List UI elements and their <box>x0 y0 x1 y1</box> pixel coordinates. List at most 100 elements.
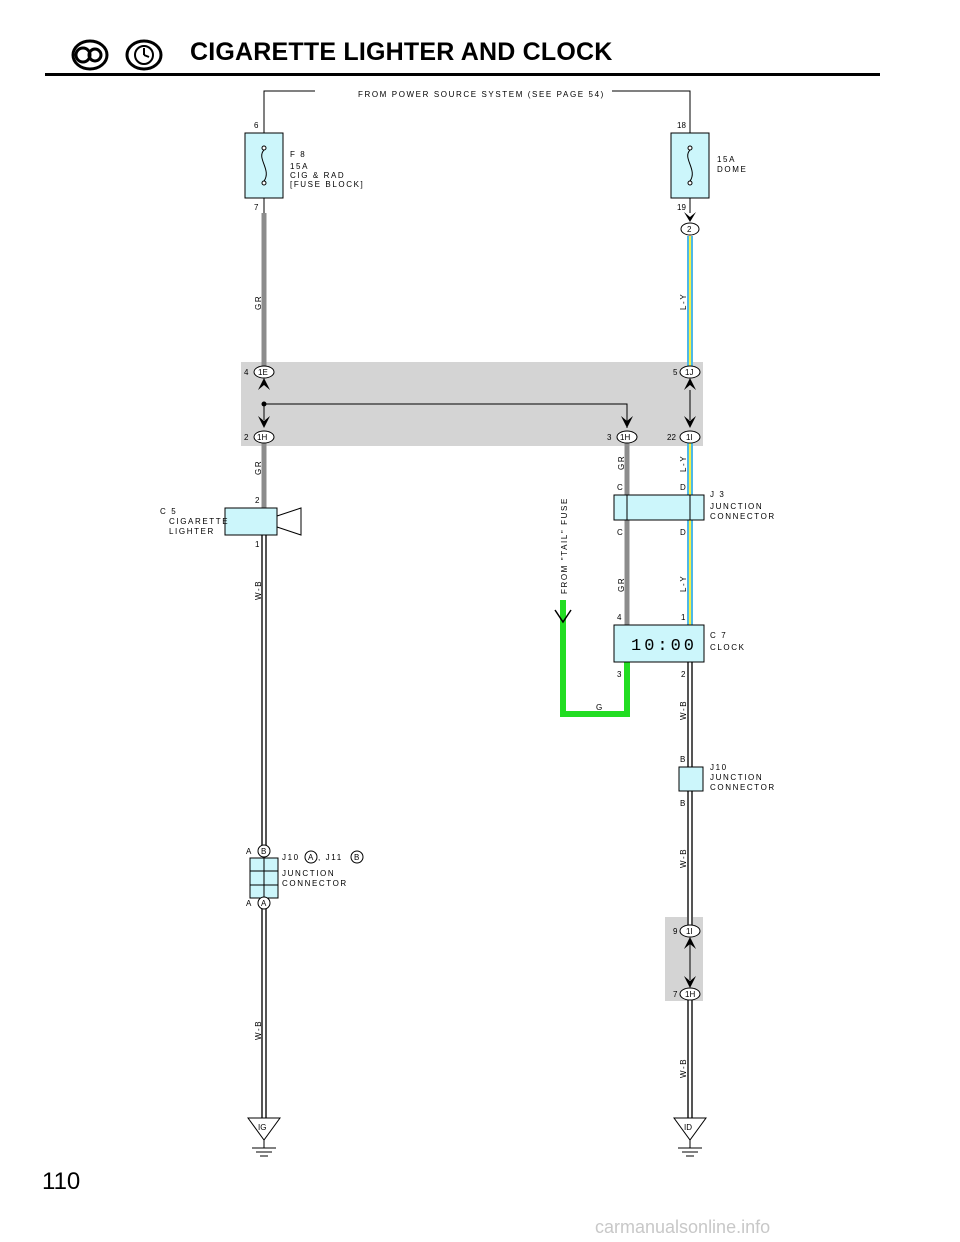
fuse-left-out-pin: 7 <box>254 203 259 212</box>
j10-j11-line1: JUNCTION <box>282 869 335 878</box>
fuse-right-name: DOME <box>717 165 747 174</box>
wire-label-wb-3: W-B <box>679 700 688 720</box>
j10-j11-top-letter: A <box>246 847 252 856</box>
fuse-left-id: F 8 <box>290 150 306 159</box>
j3-pin-c-top: C <box>617 483 623 492</box>
j3-line2: CONNECTOR <box>710 512 776 521</box>
lighter-line1: CIGARETTE <box>169 517 229 526</box>
wire-label-wb-4: W-B <box>679 848 688 868</box>
j10-j11-connector <box>249 844 279 910</box>
clock-pin-3: 3 <box>617 670 622 679</box>
cigarette-lighter-component <box>224 507 302 536</box>
fuse-right-out-pin: 19 <box>677 203 686 212</box>
wire-label-wb-2: W-B <box>254 1020 263 1040</box>
clock-pin-4: 4 <box>617 613 622 622</box>
tail-arrow-icon <box>554 609 572 624</box>
jb-left-bottom-code: 1H <box>257 433 267 442</box>
wire-label-wb-1: W-B <box>254 580 263 600</box>
jb-left-bottom-pin: 2 <box>244 433 249 442</box>
jb2-bottom-pin: 7 <box>673 990 678 999</box>
fuse-left-in-pin: 6 <box>254 121 259 130</box>
wire-label-gr-4: GR <box>617 577 626 592</box>
tail-label: FROM "TAIL" FUSE <box>560 497 569 594</box>
lighter-pin-bottom: 1 <box>255 540 260 549</box>
j3-line1: JUNCTION <box>710 502 763 511</box>
j11-tag-circle <box>350 850 364 864</box>
jb-right-bottom-code: 1I <box>686 433 693 442</box>
fuse-left-rating: 15A <box>290 162 309 171</box>
ground-id-icon <box>673 1117 707 1157</box>
wire-label-ly-2: L-Y <box>679 455 688 472</box>
lighter-line2: LIGHTER <box>169 527 215 536</box>
fuse-right-in-pin: 18 <box>677 121 686 130</box>
jb-left-bottom <box>253 404 275 444</box>
clock-icon <box>125 39 163 71</box>
j10-right-line2: CONNECTOR <box>710 783 776 792</box>
fuse-left <box>244 118 284 213</box>
j10-j11-line2: CONNECTOR <box>282 879 348 888</box>
fuse-left-name: CIG & RAD <box>290 171 345 180</box>
jb-mid-bottom-code: 1H <box>620 433 630 442</box>
j10-right-pin-bottom: B <box>680 799 685 808</box>
cigarette-lighter-icon <box>71 39 109 71</box>
page-title: CIGARETTE LIGHTER AND CLOCK <box>190 38 613 66</box>
jb2-top <box>679 924 701 980</box>
ground-id-label: ID <box>684 1123 692 1132</box>
jb-right-top <box>679 365 701 390</box>
wire-label-g: G <box>596 703 604 712</box>
jb-right-top-code: 1J <box>685 368 693 377</box>
jb-mid-bottom <box>616 416 638 444</box>
jb-left-top <box>253 365 275 390</box>
j10-j11-id-a: J10 <box>282 853 300 862</box>
source-label: FROM POWER SOURCE SYSTEM (SEE PAGE 54) <box>358 90 605 99</box>
clock-pin-2: 2 <box>681 670 686 679</box>
clock-pin-1: 1 <box>681 613 686 622</box>
ground-ig-label: IG <box>258 1123 266 1132</box>
jb2-bottom-code: 1H <box>685 990 695 999</box>
jb2-top-code: 1I <box>686 927 693 936</box>
j10-j11-sep: , J11 <box>318 853 343 862</box>
j10-j11-tag-b: B <box>354 853 359 862</box>
jb-right-top-pin: 5 <box>673 368 678 377</box>
j3-id: J 3 <box>710 490 725 499</box>
j10-j11-top-tag: B <box>261 847 266 856</box>
j10-j11-bottom-letter: A <box>246 899 252 908</box>
jb-left-top-code: 1E <box>258 368 268 377</box>
connector-2-label: 2 <box>687 225 692 234</box>
jb-mid-bottom-pin: 3 <box>607 433 612 442</box>
wire-label-ly-3: L-Y <box>679 575 688 592</box>
j10-j11-bottom-tag: A <box>261 899 267 908</box>
clock-component <box>613 624 705 663</box>
connector-arrow-icon <box>684 212 696 222</box>
j3-connector <box>613 494 705 521</box>
jb-right-bottom <box>679 390 701 444</box>
j10-right-connector <box>678 766 704 792</box>
jb2-bottom <box>679 976 701 1001</box>
wire-label-gr-1: GR <box>254 295 263 310</box>
jb-left-top-pin: 4 <box>244 368 249 377</box>
ground-ig-icon <box>247 1117 281 1157</box>
j3-pin-d-top: D <box>680 483 686 492</box>
j10-right-pin-top: B <box>680 755 685 764</box>
page-number: 110 <box>42 1168 81 1195</box>
wire-g-tail <box>560 600 630 717</box>
j10-j11-tag-a: A <box>308 853 314 862</box>
source-line-left <box>263 90 315 118</box>
source-line-right <box>612 90 691 118</box>
connector-2 <box>680 222 700 236</box>
clock-id: C 7 <box>710 631 727 640</box>
wire-label-gr-2: GR <box>254 460 263 475</box>
fuse-left-location: [FUSE BLOCK] <box>290 180 364 189</box>
j3-pin-d-bottom: D <box>680 528 686 537</box>
clock-display: 10:00 <box>631 637 697 656</box>
wire-label-gr-3: GR <box>617 455 626 470</box>
j10-right-id: J10 <box>710 763 728 772</box>
jb-right-bottom-pin: 22 <box>667 433 676 442</box>
j3-pin-c-bottom: C <box>617 528 623 537</box>
internal-bus <box>264 403 628 428</box>
wire-label-ly-1: L-Y <box>679 293 688 310</box>
lighter-id: C 5 <box>160 507 177 516</box>
lighter-pin-top: 2 <box>255 496 260 505</box>
watermark: carmanualsonline.info <box>595 1217 771 1237</box>
